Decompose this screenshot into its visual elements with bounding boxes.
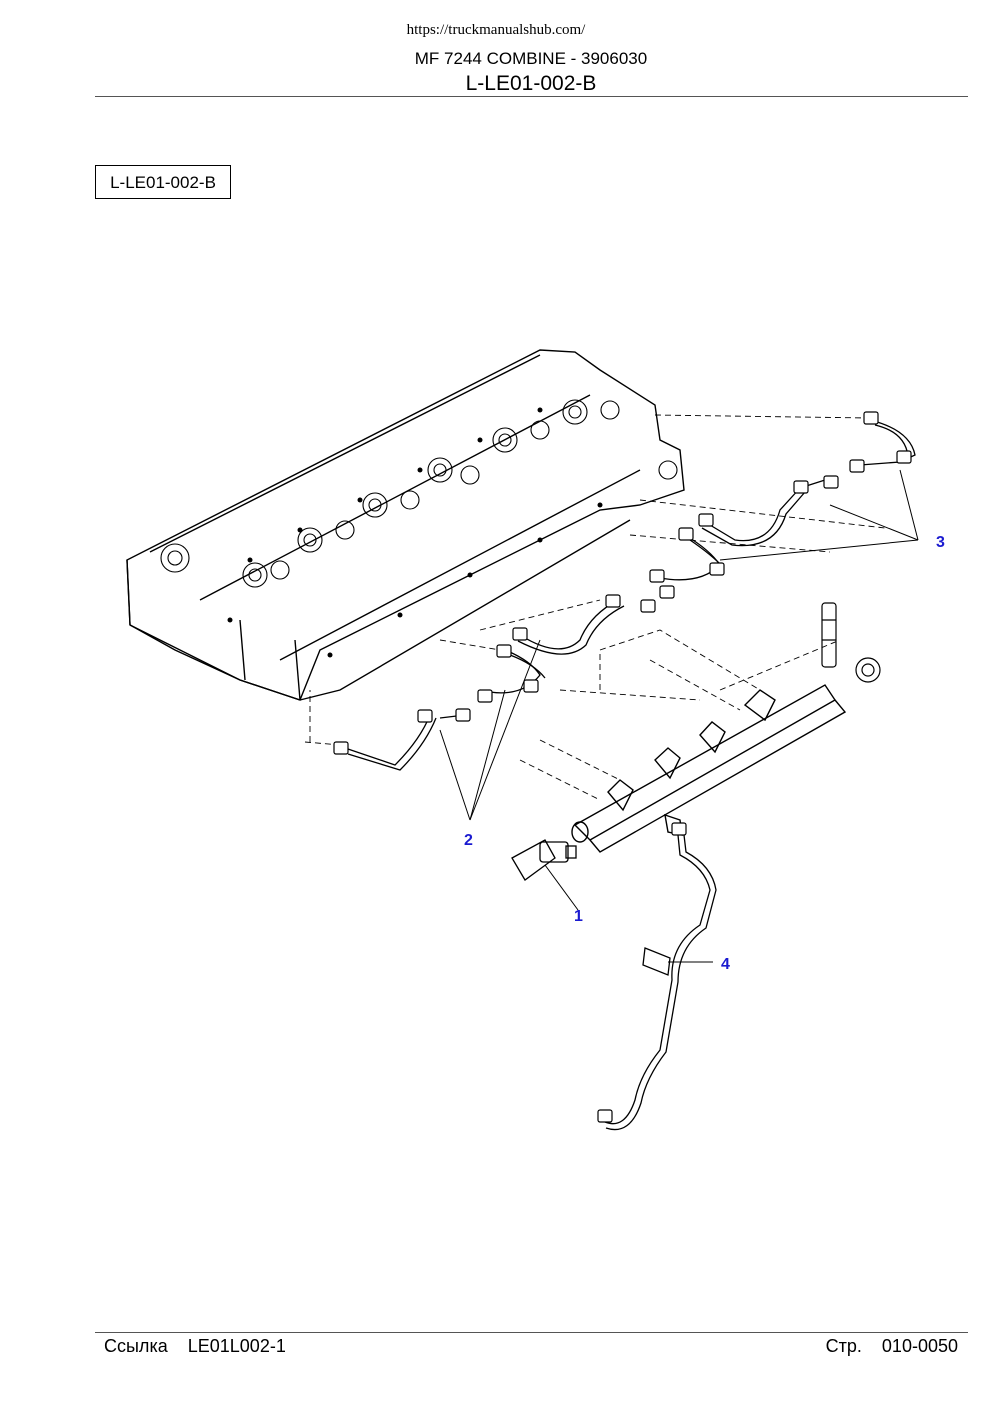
callout-4: 4 [721, 956, 730, 973]
head-ports [160, 399, 678, 588]
return-pipe-4 [604, 834, 717, 1131]
pressure-sensor [511, 839, 577, 881]
callout-1: 1 [574, 908, 583, 925]
injector-pipes-3 [659, 419, 916, 581]
footer-reference: Ссылка LE01L002-1 [104, 1336, 286, 1357]
callout-leaders [439, 469, 919, 963]
reference-label: Ссылка [104, 1336, 168, 1356]
common-rail [571, 684, 847, 853]
header-divider [95, 96, 968, 97]
callout-3: 3 [936, 534, 945, 551]
pipe-nuts-2 [333, 585, 675, 755]
cylinder-head [126, 349, 685, 701]
rail-fittings [821, 602, 881, 683]
source-url: https://truckmanualshub.com/ [406, 22, 586, 38]
head-bolts [227, 407, 603, 658]
page-label: Стр. [825, 1336, 862, 1356]
pipe-nuts-4 [597, 822, 687, 1123]
callout-2: 2 [464, 832, 473, 849]
leader-lines [304, 414, 886, 801]
page-number: 010-0050 [881, 1336, 958, 1356]
footer-page: Стр. 010-0050 [826, 1336, 958, 1357]
document-title: MF 7244 COMBINE - 3906030 [414, 49, 648, 68]
diagram-tag: L-LE01-002-B [95, 165, 231, 199]
reference-value: LE01L002-1 [187, 1336, 286, 1356]
section-code: L-LE01-002-B [465, 72, 597, 95]
injector-pipes-2 [344, 599, 625, 771]
pipe-nuts-3 [649, 411, 912, 583]
footer-divider [95, 1332, 968, 1333]
